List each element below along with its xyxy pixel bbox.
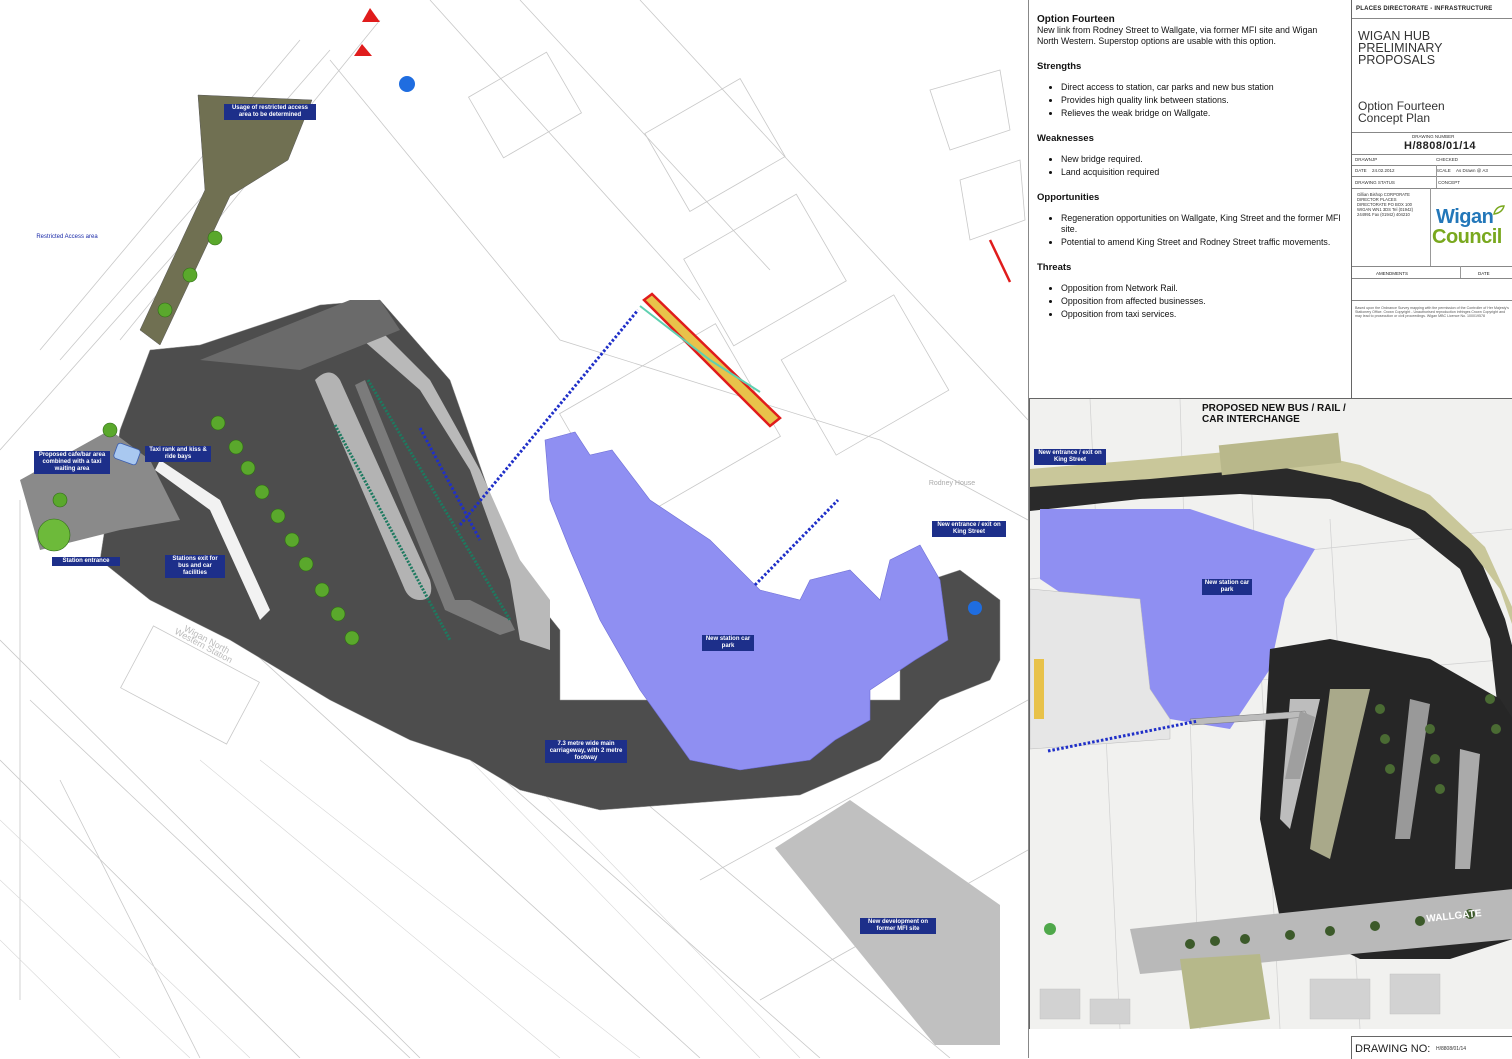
rodney-house-label: Rodney House bbox=[928, 480, 976, 487]
bus-stand-row bbox=[366, 379, 512, 621]
list-item: Potential to amend King Street and Rodne… bbox=[1061, 237, 1341, 248]
taxi-rank-label: Taxi rank and kiss & ride bays bbox=[145, 446, 211, 462]
interchange-render bbox=[1030, 399, 1512, 1029]
weaknesses-heading: Weaknesses bbox=[1037, 133, 1094, 144]
drawing-number-strip: DRAWING NO: H/8808/01/14 bbox=[1351, 1036, 1512, 1059]
drawn-label: DRAWN bbox=[1355, 157, 1372, 162]
weaknesses-list: New bridge required. Land acquisition re… bbox=[1037, 154, 1341, 178]
road-network bbox=[99, 299, 1001, 811]
scale-value: As Drawn @ A3 bbox=[1456, 168, 1488, 173]
date-value: 24.02.2012 bbox=[1372, 168, 1395, 173]
inset-car-park-label: New station car park bbox=[1202, 579, 1252, 595]
pavement bbox=[340, 310, 550, 650]
date-label: DATE bbox=[1355, 168, 1367, 173]
logo-leaf-icon bbox=[1493, 205, 1505, 215]
new-station-car-park bbox=[544, 431, 949, 771]
opportunities-heading: Opportunities bbox=[1037, 192, 1100, 203]
inset-road bbox=[1030, 459, 1512, 729]
bus-stop-marker bbox=[968, 601, 982, 615]
list-item: Land acquisition required bbox=[1061, 167, 1341, 178]
inset-title: PROPOSED NEW BUS / RAIL / CAR INTERCHANG… bbox=[1202, 403, 1346, 425]
inset-wallgate-street bbox=[1130, 889, 1512, 974]
list-item: Regeneration opportunities on Wallgate, … bbox=[1061, 213, 1341, 235]
station-platform bbox=[155, 460, 270, 620]
project-title: WIGAN HUB PRELIMINARY PROPOSALS bbox=[1358, 29, 1443, 67]
bus-island bbox=[315, 372, 432, 600]
drawing-no-label: DRAWING NO: bbox=[1355, 1043, 1431, 1055]
new-development-label: New development on former MFI site bbox=[860, 918, 936, 934]
interchange-visualisation: PROPOSED NEW BUS / RAIL / CAR INTERCHANG… bbox=[1029, 398, 1512, 1029]
right-panel: Option Fourteen New link from Rodney Str… bbox=[1029, 0, 1512, 1059]
carriageway-label: 7.3 metre wide main carriageway, with 2 … bbox=[545, 740, 627, 763]
checked-label: CHECKED bbox=[1436, 157, 1459, 162]
new-footbridge bbox=[642, 292, 782, 428]
usage-note-label: Usage of restricted access area to be de… bbox=[224, 104, 316, 120]
option-summary: New link from Rodney Street to Wallgate,… bbox=[1037, 25, 1318, 46]
list-item: Provides high quality link between stati… bbox=[1061, 95, 1341, 106]
opportunities-list: Regeneration opportunities on Wallgate, … bbox=[1037, 213, 1341, 248]
drawing-number: H/8808/01/14 bbox=[1404, 140, 1477, 152]
station-entrance-label: Station entrance bbox=[52, 557, 120, 566]
list-item: Direct access to station, car parks and … bbox=[1061, 82, 1341, 93]
list-item: Opposition from Network Rail. bbox=[1061, 283, 1341, 294]
directorate-header: PLACES DIRECTORATE - INFRASTRUCTURE bbox=[1356, 6, 1493, 12]
strengths-list: Direct access to station, car parks and … bbox=[1037, 82, 1341, 119]
scale-label: SCALE bbox=[1436, 168, 1451, 173]
drawn-value: JP bbox=[1372, 157, 1378, 162]
list-item: Opposition from taxi services. bbox=[1061, 309, 1341, 320]
site-plan-map: Usage of restricted access area to be de… bbox=[0, 0, 1029, 1058]
pedestrian-route bbox=[418, 309, 840, 587]
stations-exit-label: Stations exit for bus and car facilities bbox=[165, 555, 225, 578]
bus-stop-marker bbox=[399, 76, 415, 92]
list-item: Relieves the weak bridge on Wallgate. bbox=[1061, 108, 1341, 119]
inset-bus-station bbox=[1260, 639, 1512, 959]
cafe-kiosk bbox=[113, 442, 141, 466]
drawing-number-label: DRAWING NUMBER bbox=[1412, 134, 1455, 139]
list-item: Opposition from affected businesses. bbox=[1061, 296, 1341, 307]
council-logo-wigan: Wigan bbox=[1436, 206, 1494, 228]
new-entrance-label: New entrance / exit on King Street bbox=[932, 521, 1006, 537]
council-logo-council: Council bbox=[1432, 226, 1502, 248]
amendments-label: AMENDMENTS bbox=[1376, 271, 1409, 276]
inset-car-park bbox=[1040, 509, 1315, 729]
council-address: Gillian Bishop CORPORATE DIRECTOR PLACES… bbox=[1357, 192, 1414, 217]
inset-retaining-wall bbox=[1030, 447, 1512, 625]
north-marker bbox=[362, 8, 380, 22]
new-car-park-label: New station car park bbox=[702, 635, 754, 651]
option-title: Option Fourteen bbox=[1037, 14, 1115, 25]
threats-list: Opposition from Network Rail. Opposition… bbox=[1037, 283, 1341, 320]
strengths-heading: Strengths bbox=[1037, 61, 1082, 72]
threats-heading: Threats bbox=[1037, 262, 1072, 273]
amendments-date-label: DATE bbox=[1478, 271, 1490, 276]
inset-entrance-label: New entrance / exit on King Street bbox=[1034, 449, 1106, 465]
site-plan-drawing bbox=[0, 0, 1028, 1058]
option-description: Option Fourteen New link from Rodney Str… bbox=[1037, 14, 1341, 322]
copyright-notice: Based upon the Ordnance Survey mapping w… bbox=[1355, 306, 1509, 319]
status-value: CONCEPT bbox=[1438, 180, 1461, 185]
status-label: DRAWING STATUS bbox=[1355, 180, 1395, 185]
title-block: PLACES DIRECTORATE - INFRASTRUCTURE WIGA… bbox=[1351, 0, 1512, 398]
bus-stand-row bbox=[333, 424, 452, 641]
drawing-title: Option Fourteen Concept Plan bbox=[1358, 99, 1445, 125]
list-item: New bridge required. bbox=[1061, 154, 1341, 165]
proposed-cafe-label: Proposed cafe/bar area combined with a t… bbox=[34, 451, 110, 474]
restricted-access-label: Restricted Access area bbox=[36, 234, 98, 240]
drawing-no-value: H/8808/01/14 bbox=[1436, 1046, 1467, 1052]
